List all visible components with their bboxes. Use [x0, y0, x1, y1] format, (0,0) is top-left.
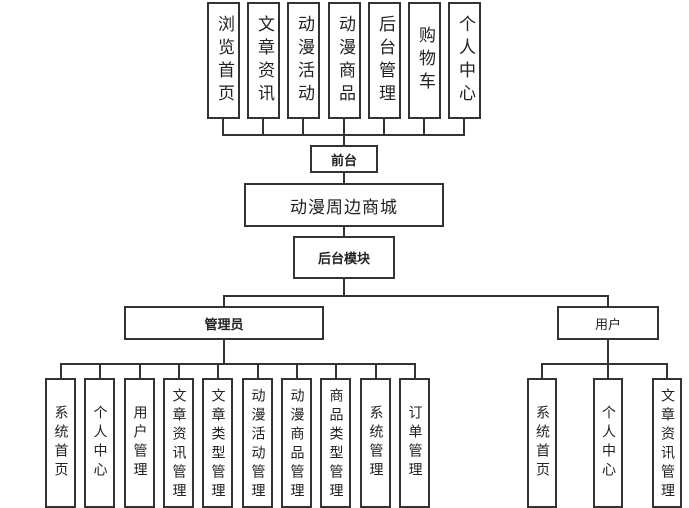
- module-label: 文章资讯: [254, 14, 274, 107]
- user-role-node: 用户: [557, 306, 659, 340]
- admin-module: 个人中心: [84, 378, 115, 508]
- connector: [139, 363, 141, 379]
- module-label: 用户管理: [131, 405, 148, 481]
- connector: [296, 363, 298, 379]
- connector: [60, 363, 62, 379]
- frontend-module: 浏览首页: [207, 2, 240, 119]
- frontend-node: 前台: [310, 145, 378, 173]
- connector: [414, 363, 416, 379]
- connector: [343, 173, 345, 184]
- connector: [335, 363, 337, 379]
- admin-module: 系统管理: [360, 378, 391, 508]
- module-label: 动漫商品: [335, 14, 355, 107]
- frontend-module: 购物车: [408, 2, 441, 119]
- frontend-label: 前台: [330, 153, 357, 169]
- admin-module: 动漫商品管理: [281, 378, 312, 508]
- admin-module: 系统首页: [45, 378, 76, 508]
- connector: [607, 340, 609, 364]
- connector: [222, 119, 224, 135]
- connector: [343, 119, 345, 145]
- module-label: 购物车: [415, 26, 435, 95]
- admin-module: 文章资讯管理: [163, 378, 194, 508]
- connector: [60, 363, 416, 365]
- connector: [262, 119, 264, 135]
- module-label: 系统首页: [534, 405, 550, 481]
- frontend-module: 动漫商品: [328, 2, 361, 119]
- admin-module: 动漫活动管理: [242, 378, 273, 508]
- connector: [223, 295, 225, 307]
- frontend-module: 后台管理: [368, 2, 401, 119]
- connector: [223, 295, 609, 297]
- connector: [463, 119, 465, 135]
- connector: [375, 363, 377, 379]
- connector: [343, 279, 345, 296]
- module-label: 文章资讯管理: [170, 388, 187, 502]
- module-label: 动漫活动管理: [249, 388, 266, 502]
- connector: [223, 340, 225, 364]
- connector: [607, 295, 609, 307]
- module-label: 文章类型管理: [209, 388, 226, 502]
- backend-node: 后台模块: [293, 236, 395, 279]
- root-title: 动漫周边商城: [290, 197, 398, 218]
- admin-role-node: 管理员: [124, 306, 324, 340]
- admin-role-label: 管理员: [204, 317, 244, 333]
- connector: [383, 119, 385, 135]
- connector: [607, 363, 609, 379]
- admin-module: 用户管理: [124, 378, 155, 508]
- module-label: 动漫商品管理: [288, 388, 305, 502]
- root-node: 动漫周边商城: [244, 183, 444, 227]
- user-role-label: 用户: [594, 317, 621, 333]
- frontend-module: 文章资讯: [247, 2, 280, 119]
- connector: [541, 363, 543, 379]
- connector: [541, 363, 668, 365]
- user-module: 系统首页: [527, 378, 557, 508]
- module-label: 系统首页: [52, 405, 69, 481]
- connector: [222, 134, 465, 136]
- module-label: 浏览首页: [214, 14, 234, 107]
- module-label: 后台管理: [375, 14, 395, 107]
- user-module: 个人中心: [593, 378, 623, 508]
- connector: [257, 363, 259, 379]
- module-label: 个人中心: [455, 14, 475, 107]
- connector: [99, 363, 101, 379]
- module-label: 个人中心: [600, 405, 616, 481]
- module-label: 商品类型管理: [327, 388, 344, 502]
- module-label: 文章资讯管理: [659, 388, 675, 502]
- connector: [423, 119, 425, 135]
- module-label: 系统管理: [367, 405, 384, 481]
- connector: [666, 363, 668, 379]
- backend-label: 后台模块: [317, 252, 370, 267]
- connector: [217, 363, 219, 379]
- frontend-module: 动漫活动: [287, 2, 320, 119]
- frontend-module: 个人中心: [448, 2, 481, 119]
- module-label: 个人中心: [91, 405, 108, 481]
- admin-module: 订单管理: [399, 378, 430, 508]
- admin-module: 文章类型管理: [202, 378, 233, 508]
- module-label: 订单管理: [406, 405, 423, 481]
- connector: [343, 227, 345, 237]
- admin-module: 商品类型管理: [320, 378, 351, 508]
- user-module: 文章资讯管理: [652, 378, 682, 508]
- module-label: 动漫活动: [294, 14, 314, 107]
- connector: [302, 119, 304, 135]
- connector: [178, 363, 180, 379]
